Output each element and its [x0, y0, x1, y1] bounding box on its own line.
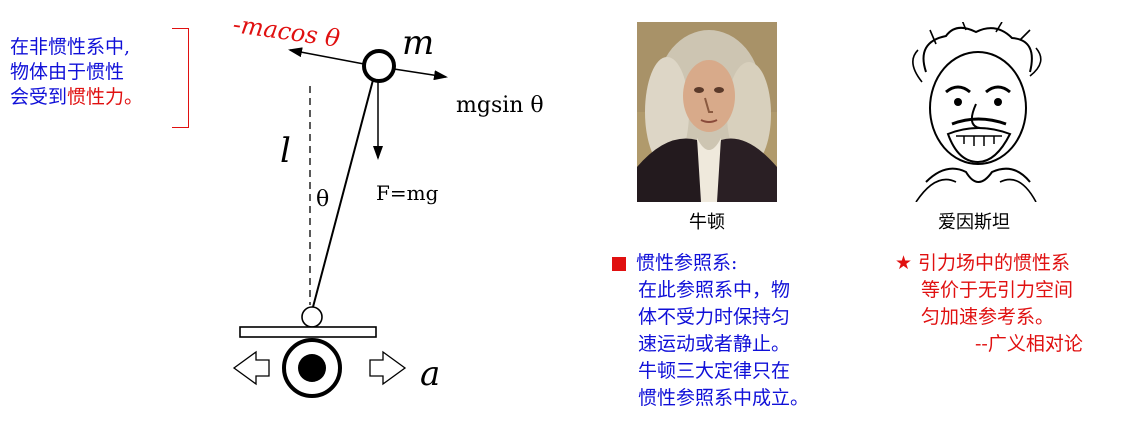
- cart-platform: [239, 326, 377, 338]
- red-square-bullet-icon: [612, 257, 626, 271]
- einstein-note-body: 等价于无引力空间 匀加速参考系。 --广义相对论: [895, 277, 1083, 358]
- einstein-note-line: 引力场中的惯性系: [918, 252, 1071, 274]
- newton-note-line: 体不受力时保持匀: [638, 306, 791, 328]
- newton-note-body: 在此参照系中，物 体不受力时保持匀 速运动或者静止。 牛顿三大定律只在 惯性参照…: [612, 277, 809, 412]
- newton-caption: 牛顿: [689, 212, 725, 233]
- gravity-label: F=mg: [376, 181, 439, 205]
- newton-portrait: [637, 22, 777, 202]
- einstein-note-title-row: ★引力场中的惯性系: [895, 250, 1083, 277]
- non-inertial-frame-note: 在非惯性系中, 物体由于惯性 会受到惯性力。: [10, 35, 143, 110]
- angle-label: θ: [316, 187, 329, 212]
- left-hollow-arrow-icon: [232, 350, 270, 386]
- inertial-force-arrow: [288, 47, 365, 65]
- newton-note-title-row: 惯性参照系:: [612, 250, 809, 277]
- newton-note-line: 牛顿三大定律只在: [638, 360, 791, 382]
- tangent-force-arrow: [393, 68, 448, 81]
- acceleration-label: a: [420, 354, 440, 394]
- red-star-bullet-icon: ★: [895, 252, 913, 274]
- inertial-force-label: -macos θ: [231, 10, 342, 53]
- einstein-note-line: 等价于无引力空间: [921, 279, 1074, 301]
- right-hollow-arrow-icon: [369, 350, 407, 386]
- length-label: l: [280, 131, 291, 171]
- newton-note-title: 惯性参照系:: [636, 252, 738, 274]
- note-line-3: 会受到惯性力。: [10, 85, 143, 110]
- tangent-force-label: mgsin θ: [456, 93, 544, 118]
- note-line-1: 在非惯性系中,: [10, 36, 131, 58]
- newton-note-line: 在此参照系中，物: [638, 279, 791, 301]
- pivot-circle: [301, 306, 323, 328]
- pendulum-string: [312, 79, 374, 308]
- einstein-note: ★引力场中的惯性系 等价于无引力空间 匀加速参考系。 --广义相对论: [895, 250, 1083, 358]
- einstein-note-line: 匀加速参考系。: [921, 306, 1055, 328]
- cart-wheel-inner: [298, 354, 326, 382]
- inertial-force-term: 惯性力。: [67, 86, 144, 108]
- einstein-caption: 爱因斯坦: [938, 212, 1010, 233]
- einstein-portrait: [896, 22, 1056, 202]
- pendulum-bob: [362, 49, 396, 83]
- mass-label: m: [402, 23, 434, 63]
- note-bracket: [172, 28, 189, 128]
- newton-note: 惯性参照系: 在此参照系中，物 体不受力时保持匀 速运动或者静止。 牛顿三大定律…: [612, 250, 809, 412]
- newton-note-line: 惯性参照系中成立。: [638, 387, 810, 409]
- newton-note-line: 速运动或者静止。: [638, 333, 791, 355]
- note-line-3-prefix: 会受到: [10, 86, 68, 108]
- einstein-note-line: --广义相对论: [975, 333, 1083, 355]
- note-line-2: 物体由于惯性: [10, 61, 125, 83]
